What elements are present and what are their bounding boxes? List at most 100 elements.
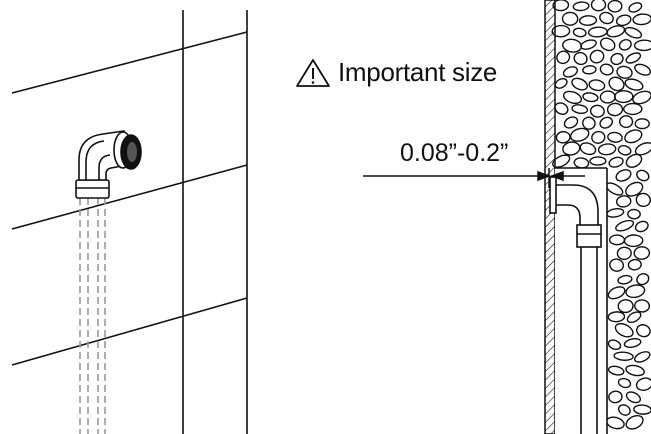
cobblestone [633, 246, 651, 260]
cobblestone [610, 52, 624, 66]
cobblestone [606, 25, 626, 38]
cobblestone [636, 324, 651, 338]
cobblestone [607, 131, 623, 143]
cobblestone [633, 404, 651, 415]
cobblestone [607, 365, 625, 376]
cobblestone [573, 51, 588, 66]
cobblestone [599, 11, 614, 25]
cobblestone [635, 192, 651, 208]
tile-grout-line-3 [11, 297, 248, 366]
cobblestone [551, 24, 571, 38]
cobblestone [615, 169, 632, 182]
dimension-marker [363, 168, 585, 188]
dimension-arrow-right [549, 170, 564, 182]
cobblestone [589, 156, 607, 166]
cobblestone [633, 351, 651, 363]
cobblestone [571, 77, 588, 91]
cobblestone [561, 11, 579, 26]
elbow-fitting [75, 130, 142, 199]
cobblestone [624, 26, 643, 39]
cobblestone [562, 90, 583, 105]
wall-pipe [549, 167, 608, 434]
cobblestone [633, 39, 651, 52]
cobblestone [613, 90, 634, 104]
cobblestone [628, 2, 643, 13]
cobblestone [607, 339, 622, 351]
elbow-face [549, 176, 557, 214]
tile-grout-line-1 [11, 31, 248, 94]
cobblestone [606, 102, 624, 117]
cobblestone [625, 364, 645, 377]
cobblestone [625, 52, 642, 64]
cobblestone [624, 129, 643, 144]
cobblestone [599, 90, 616, 104]
cobblestone [597, 143, 617, 156]
cobblestone [625, 153, 643, 168]
dimension-arrow-left [537, 170, 552, 182]
cobblestone [606, 207, 625, 218]
cobblestone [623, 102, 643, 116]
cobblestone [607, 286, 626, 300]
cobblestone [625, 284, 646, 299]
cobblestone [608, 76, 625, 92]
cobblestone [589, 49, 605, 64]
cobblestone [626, 311, 642, 324]
cobblestone [590, 0, 607, 12]
cobblestone [554, 77, 568, 89]
cobblestone [607, 311, 626, 323]
cobblestone [623, 234, 644, 248]
cobblestone [555, 130, 571, 144]
cobblestone [627, 258, 642, 271]
cobblestone [608, 390, 623, 404]
cobblestone [615, 195, 632, 208]
cobblestone [634, 220, 649, 233]
cobblestone [556, 50, 571, 65]
cobblestone [617, 299, 634, 314]
cobblestone [572, 27, 587, 38]
cobblestone [582, 65, 597, 75]
cobblestone [587, 26, 608, 38]
hidden-pipe [79, 198, 106, 434]
cobblestone [563, 116, 579, 129]
cobblestone [562, 66, 578, 78]
cobblestone [572, 1, 590, 12]
cobblestone [634, 142, 651, 156]
wall-finish-hatch [544, 0, 556, 434]
cobblestone [608, 234, 626, 246]
cobblestone [578, 15, 598, 26]
cobblestone [582, 116, 596, 130]
cobblestone [625, 181, 644, 197]
elbow-socket [576, 224, 602, 248]
tile-wall [11, 10, 248, 434]
cobblestone [613, 351, 634, 361]
cobblestone [599, 63, 614, 76]
cobblestone [617, 404, 631, 416]
cobblestone [571, 104, 589, 115]
cobblestone [625, 414, 644, 430]
cobblestone [591, 130, 606, 144]
cobblestone [619, 115, 634, 129]
cobblestone [636, 272, 650, 286]
cobblestone [624, 78, 644, 91]
tile-grout-line-2 [11, 164, 248, 230]
cobblestone [632, 13, 651, 26]
cobblestone [618, 38, 632, 51]
cobblestone [627, 208, 641, 220]
cobblestone [552, 0, 570, 12]
cobblestone [616, 246, 632, 261]
important-size-label: Important size [338, 57, 498, 87]
cobblestone [552, 154, 571, 168]
cobblestone [608, 156, 624, 168]
cobblestone [614, 322, 634, 338]
cobblestone [616, 65, 633, 79]
cobblestone [554, 102, 569, 115]
cobblestone [615, 14, 632, 27]
cobblestone [589, 104, 605, 118]
elbow-collar [75, 179, 110, 199]
cobblestone [615, 219, 635, 232]
cobblestone [569, 127, 590, 142]
cobblestone [617, 145, 632, 156]
cobblestone [599, 37, 616, 52]
cobblestone [617, 377, 632, 389]
